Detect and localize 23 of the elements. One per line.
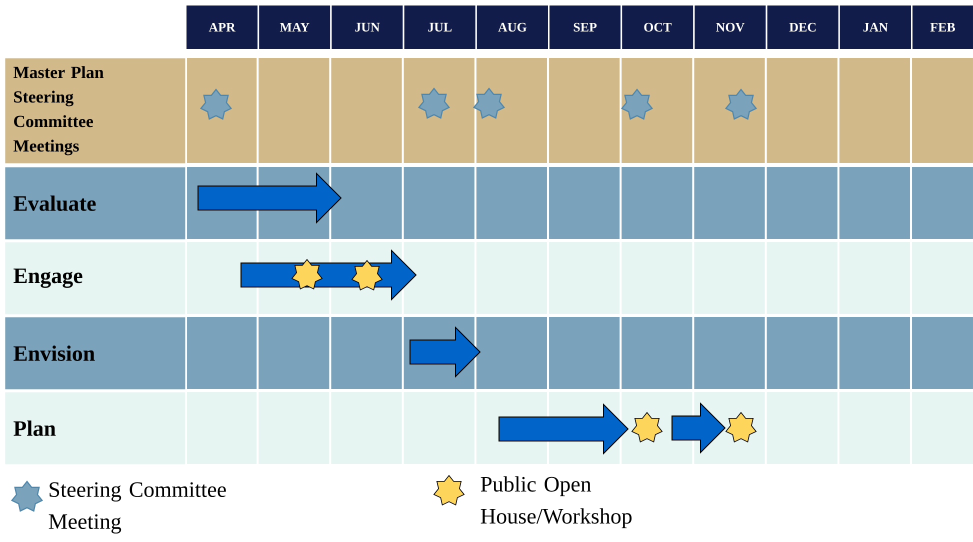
legend-label: Steering Committee Meeting [48, 482, 226, 534]
month-header: APR [185, 4, 260, 50]
month-header: FEB [911, 4, 973, 50]
month-header: JAN [838, 4, 912, 50]
row-label: Envision [5, 317, 186, 390]
month-header: DEC [766, 4, 840, 50]
row-label: Engage [5, 242, 186, 314]
meeting-star [724, 88, 758, 120]
row-label: Master Plan Steering Committee Meetings [5, 58, 186, 164]
month-header: JUN [330, 4, 404, 50]
meeting-star [200, 88, 232, 120]
month-header: SEP [548, 4, 622, 50]
row-label: Plan [5, 392, 186, 464]
meeting-star [418, 88, 450, 119]
month-header: OCT [620, 4, 695, 50]
meeting-star [472, 88, 506, 119]
month-header: JUL [402, 4, 477, 50]
month-header: AUG [475, 4, 550, 50]
row-label: Evaluate [5, 167, 186, 240]
month-header: MAY [258, 4, 332, 50]
meeting-star [620, 88, 654, 120]
legend-label: Public Open House/Workshop [480, 476, 632, 528]
month-header: NOV [693, 4, 768, 50]
